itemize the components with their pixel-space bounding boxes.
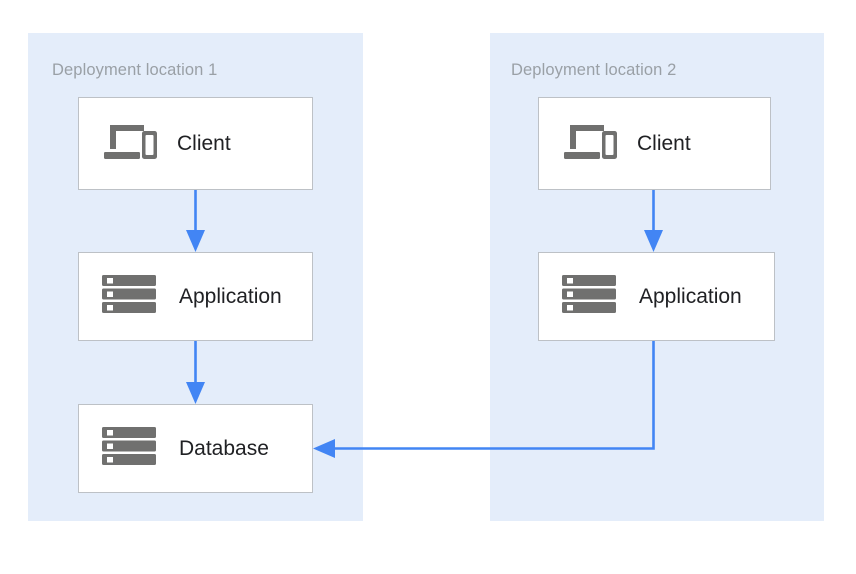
node-client-1-label: Client	[177, 132, 231, 155]
client-devices-icon	[560, 119, 618, 168]
server-icon	[560, 272, 618, 321]
node-application-1[interactable]: Application	[78, 252, 313, 341]
node-client-2-label: Client	[637, 132, 691, 155]
node-application-2[interactable]: Application	[538, 252, 775, 341]
deployment-zone-2-label: Deployment location 2	[511, 61, 677, 79]
client-devices-icon	[100, 119, 158, 168]
node-client-1[interactable]: Client	[78, 97, 313, 190]
deployment-zone-1-label: Deployment location 1	[52, 61, 218, 79]
node-client-2[interactable]: Client	[538, 97, 771, 190]
node-database-1[interactable]: Database	[78, 404, 313, 493]
node-database-1-label: Database	[179, 437, 269, 460]
server-icon	[100, 424, 158, 473]
node-application-1-label: Application	[179, 285, 282, 308]
node-application-2-label: Application	[639, 285, 742, 308]
server-icon	[100, 272, 158, 321]
